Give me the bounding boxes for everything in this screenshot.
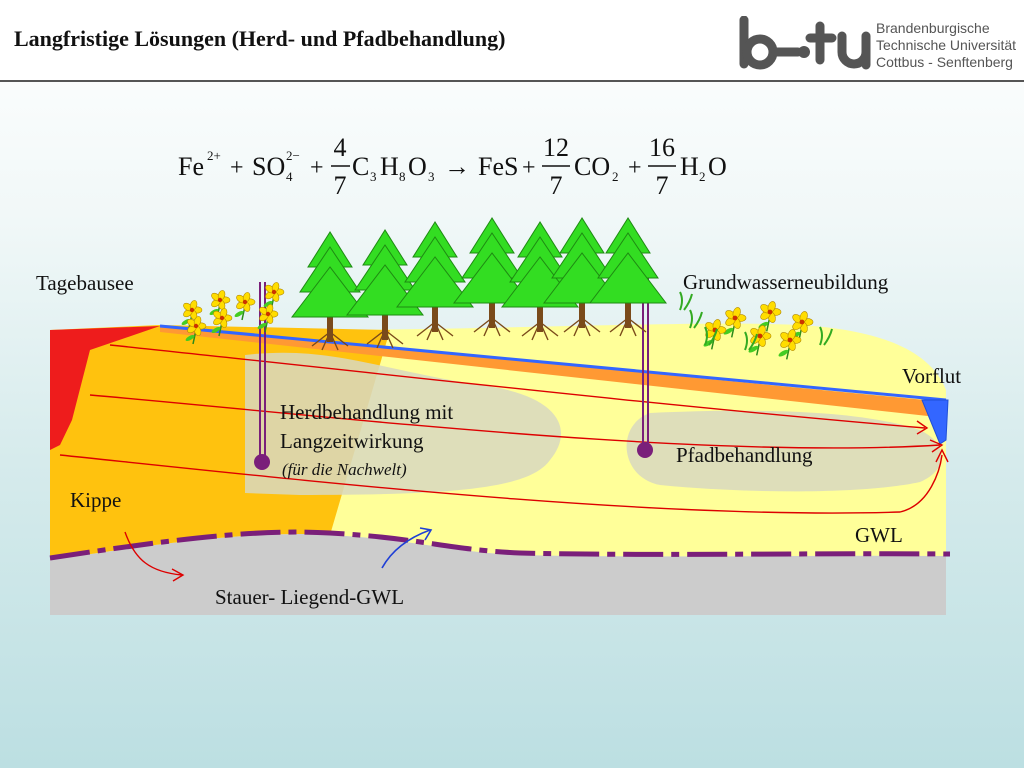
- label-grundwasserneubildung: Grundwasserneubildung: [683, 270, 889, 294]
- eq-h2: H: [680, 152, 699, 181]
- eq-frac2-num: 12: [543, 133, 569, 162]
- flower: [790, 311, 814, 342]
- flower: [257, 304, 279, 333]
- flow-line: [109, 344, 926, 429]
- label-kippe: Kippe: [70, 488, 122, 512]
- arrowhead: [916, 420, 929, 435]
- flower: [209, 290, 231, 319]
- flower: [748, 325, 772, 356]
- label-stauer-liegend-gwl: Stauer- Liegend-GWL: [215, 585, 405, 609]
- eq-so-index: 4: [286, 169, 293, 184]
- eq-h: H: [380, 152, 399, 181]
- grass-tuft: [819, 326, 833, 346]
- eq-h-index: 8: [399, 169, 406, 184]
- vorflut-water: [921, 399, 949, 445]
- eq-co-index: 2: [612, 169, 619, 184]
- eq-h2o: O: [708, 152, 727, 181]
- flower: [758, 301, 782, 332]
- flow-line: [59, 454, 943, 514]
- label-langzeitwirkung: Langzeitwirkung: [280, 429, 424, 453]
- label-pfadbehandlung: Pfadbehandlung: [676, 443, 813, 467]
- surface-layer: [160, 326, 946, 418]
- pine-tree: [588, 217, 668, 337]
- eq-fes: FeS: [478, 152, 518, 181]
- institution-name: Brandenburgische Technische Universität …: [876, 20, 1016, 71]
- flow-line: [89, 394, 941, 449]
- eq-frac3-den: 7: [656, 171, 669, 200]
- flow-arrowheads: [916, 420, 949, 463]
- label-gwl: GWL: [855, 523, 903, 547]
- arrowhead: [935, 448, 949, 463]
- eq-plus-2: +: [310, 155, 324, 181]
- pine-tree: [290, 231, 370, 351]
- flower: [778, 329, 802, 360]
- slide-header: Langfristige Lösungen (Herd- und Pfadbeh…: [0, 0, 1024, 82]
- eq-fe: Fe: [178, 152, 204, 181]
- chemical-equation: Fe 2+ + SO 2− 4 + 4 7 C 3 H 8 O 3 → FeS …: [178, 133, 727, 200]
- grass-tuft: [704, 326, 718, 346]
- grass-tuft: [744, 331, 758, 351]
- eq-frac2-den: 7: [550, 171, 563, 200]
- gwl-boundary-line: [49, 529, 951, 561]
- eq-frac3-num: 16: [649, 133, 675, 162]
- pine-tree: [452, 217, 532, 337]
- slide-title: Langfristige Lösungen (Herd- und Pfadbeh…: [14, 26, 506, 51]
- flower-patch-right: [679, 291, 833, 360]
- eq-frac1-den: 7: [334, 171, 347, 200]
- eq-so-charge: 2−: [286, 148, 300, 163]
- grass-tuft: [679, 291, 693, 311]
- label-fuer-die-nachwelt: (für die Nachwelt): [282, 460, 407, 479]
- eq-c: C: [352, 152, 369, 181]
- eq-plus-4: +: [628, 155, 642, 181]
- eq-co: CO: [574, 152, 610, 181]
- pine-tree: [395, 221, 475, 341]
- flower: [263, 282, 285, 311]
- pine-forest: [290, 217, 668, 351]
- upwelling-arrow: [381, 527, 433, 569]
- arrowhead: [929, 439, 944, 453]
- eq-so: SO: [252, 152, 285, 181]
- tagebausee-lake: [50, 326, 160, 450]
- stauer-layer: [50, 534, 946, 615]
- institution-line: Technische Universität: [876, 37, 1017, 53]
- institution-line: Cottbus - Senftenberg: [876, 54, 1013, 70]
- eq-plus-3: +: [522, 155, 536, 181]
- eq-frac1-num: 4: [334, 133, 347, 162]
- eq-h2-index: 2: [699, 169, 706, 184]
- flower: [211, 308, 233, 337]
- eq-arrow: →: [444, 152, 470, 181]
- flower-patch-left: [181, 282, 285, 345]
- flower: [234, 292, 256, 321]
- eq-o-index: 3: [428, 169, 435, 184]
- label-vorflut: Vorflut: [902, 364, 962, 388]
- eq-fe-charge: 2+: [207, 148, 221, 163]
- grass-tuft: [689, 309, 703, 329]
- pfad-treatment-zone: [626, 410, 942, 492]
- eq-plus-1: +: [230, 155, 244, 181]
- flower: [185, 316, 207, 345]
- flower: [723, 307, 747, 338]
- groundwater-flow-lines: [59, 344, 943, 514]
- btu-logo: [739, 16, 871, 70]
- label-herdbehandlung: Herdbehandlung mit: [280, 400, 454, 424]
- label-tagebausee: Tagebausee: [36, 271, 134, 295]
- btu-logo-mark: [739, 16, 871, 70]
- eq-c-index: 3: [370, 169, 377, 184]
- institution-line: Brandenburgische: [876, 20, 990, 36]
- eq-o: O: [408, 152, 427, 181]
- kippe-leak-arrow: [124, 531, 185, 582]
- water-table-line: [159, 324, 947, 402]
